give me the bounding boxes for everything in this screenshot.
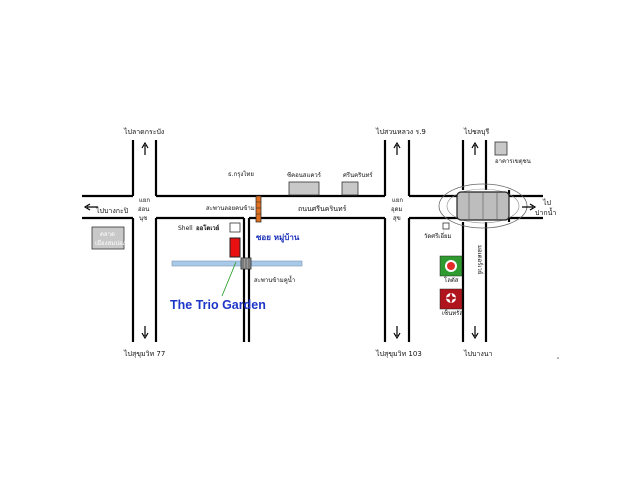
dest-bottom-right: ไปบางนา (463, 349, 493, 358)
arrow-up-left-icon (141, 141, 149, 155)
central-logo-icon (439, 288, 463, 310)
place-ped-crossing: สะพานลอยคนข้าม (206, 205, 255, 212)
junction-left-1: แยก (139, 197, 150, 204)
junction-mid-1: แยก (392, 197, 403, 204)
arrow-down-right-icon (471, 326, 479, 340)
place-condo: ออโตเวย์ (196, 224, 220, 232)
direction-arrows (83, 141, 537, 340)
dest-top-left: ไปลาดกระบัง (123, 127, 164, 136)
map-title: The Trio Garden (170, 298, 266, 312)
place-shell: Shell (178, 225, 193, 232)
road-label-motorway: มอเตอร์เวย์ (476, 245, 484, 274)
place-temple: วัดศรีเอี่ยม (424, 232, 451, 240)
dest-bottom-left: ไปสุขุมวิท 77 (123, 349, 165, 358)
dest-top-mid: ไปสวนหลวง ร.9 (375, 127, 426, 136)
shell-building (229, 222, 241, 233)
decor-dot (557, 357, 559, 359)
flyover-interchange (438, 183, 528, 229)
junction-mid-3: สุข (393, 215, 401, 222)
temple-icon (442, 222, 450, 230)
place-seacon: ซีคอนสแควร์ (287, 171, 322, 179)
place-srinakarin: ศรีนครินทร์ (343, 171, 373, 179)
junction-left-3: นุช (139, 215, 147, 222)
dest-right-2: ปากน้ำ (535, 206, 556, 217)
pointer-line (221, 261, 237, 297)
right-building (494, 141, 508, 156)
arrow-right-icon (522, 203, 537, 211)
place-lotus: โลตัส (444, 276, 459, 284)
seacon-building (288, 181, 320, 196)
canal-bridge-icon (240, 257, 252, 270)
dest-right-1: ไป (542, 198, 552, 207)
arrow-up-mid-icon (393, 141, 401, 155)
place-central: เซ็นทรัล (442, 308, 463, 317)
dest-left: ไปบางกะปิ (95, 206, 129, 215)
junction-mid-2: อุดม (391, 206, 403, 213)
dest-bottom-mid: ไปสุขุมวิท 103 (375, 349, 422, 358)
arrow-down-left-icon (141, 326, 149, 340)
pedestrian-bridge-icon (255, 195, 262, 223)
arrow-up-right-icon (471, 141, 479, 155)
arrow-left-icon (83, 203, 98, 211)
road-network (82, 140, 543, 342)
arrow-down-mid-icon (393, 326, 401, 340)
dest-top-right: ไปชลบุรี (463, 127, 489, 136)
junction-left-2: อ่อน (138, 206, 149, 213)
place-market-2: เมืองสมปอง (95, 239, 126, 247)
place-canal-bridge: สะพานข้ามคูน้ำ (254, 274, 295, 284)
lotus-logo-icon (439, 255, 463, 277)
road-label-soi: ซอย หมู่บ้าน (256, 232, 300, 243)
market-building (91, 226, 125, 250)
place-krungthai: ธ.กรุงไทย (228, 170, 254, 178)
location-marker (229, 237, 241, 258)
place-building-right: อาคารเขตุชน (495, 158, 531, 165)
canal (171, 260, 303, 267)
road-label-srinakarin: ถนนศรีนครินทร์ (298, 205, 347, 213)
srinakarin-building (341, 181, 359, 196)
place-market-1: ตลาด (100, 231, 115, 238)
